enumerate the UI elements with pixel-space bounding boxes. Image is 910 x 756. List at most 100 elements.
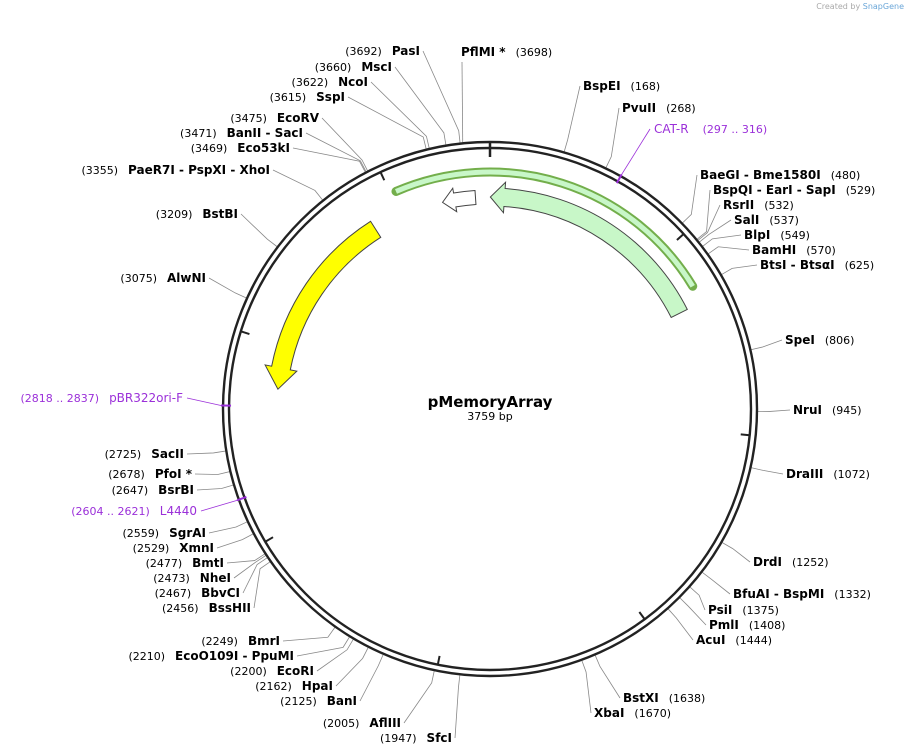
enzyme-name: PvuII xyxy=(622,101,656,115)
primer-mark-cat-r xyxy=(615,173,623,184)
leader-bmti xyxy=(226,553,265,564)
enzyme-label-ecori: (2200)EcoRI xyxy=(230,664,314,678)
leader-bstbi xyxy=(240,213,278,247)
primer-name: CAT-R xyxy=(654,122,689,136)
enzyme-name: AflIII xyxy=(369,716,401,730)
enzyme-name: PflMI * xyxy=(461,45,506,59)
enzyme-name: XmnI xyxy=(179,541,214,555)
leader-pasi xyxy=(422,50,461,143)
enzyme-position: (3355) xyxy=(81,164,118,177)
leader-msci xyxy=(394,66,447,145)
leader-rsrii xyxy=(697,204,721,241)
enzyme-label-psii: PsiI(1375) xyxy=(708,603,779,617)
leader-bsshii xyxy=(253,561,271,609)
enzyme-name: SacII xyxy=(151,447,184,461)
enzyme-label-baegi-bme1580i: BaeGI - Bme1580I(480) xyxy=(700,168,860,182)
enzyme-label-eco53ki: (3469)Eco53kI xyxy=(191,141,290,155)
primer-leader-cat-r xyxy=(621,128,651,175)
enzyme-position: (529) xyxy=(846,184,876,197)
enzyme-position: (3615) xyxy=(270,91,307,104)
enzyme-position: (2529) xyxy=(133,542,170,555)
enzyme-name: BanII - SacI xyxy=(227,126,303,140)
leader-blpi xyxy=(702,234,742,247)
leader-spei xyxy=(751,339,783,350)
enzyme-position: (3660) xyxy=(315,61,352,74)
credit-watermark: Created by SnapGene xyxy=(816,2,904,11)
enzyme-name: DrdI xyxy=(753,555,782,569)
leader-banii-saci xyxy=(305,132,367,172)
enzyme-name: BfuAI - BspMI xyxy=(733,587,824,601)
leader-bmri xyxy=(282,627,336,642)
enzyme-label-bspqi-eari-sapi: BspQI - EarI - SapI(529) xyxy=(713,183,875,197)
enzyme-label-ecorv: (3475)EcoRV xyxy=(230,111,319,125)
primer-label-l4440: (2604 .. 2621)L4440 xyxy=(71,504,197,518)
leader-nhei xyxy=(233,555,266,579)
enzyme-position: (3692) xyxy=(345,45,382,58)
leader-pvuii xyxy=(605,107,620,168)
leader-ecorv xyxy=(321,117,368,171)
enzyme-position: (2647) xyxy=(112,484,149,497)
enzyme-label-ncoi: (3622)NcoI xyxy=(292,75,368,89)
enzyme-name: SalI xyxy=(734,213,759,227)
leader-eco53ki xyxy=(292,147,366,173)
feature-arrow-lambda-t0-terminator xyxy=(441,186,477,213)
leader-ncoi xyxy=(370,81,430,149)
enzyme-label-banii-saci: (3471)BanII - SacI xyxy=(180,126,303,140)
leader-bbvci xyxy=(242,557,268,594)
enzyme-name: Eco53kI xyxy=(237,141,290,155)
tick-mark xyxy=(676,233,685,241)
primer-name: L4440 xyxy=(160,504,197,518)
enzyme-position: (532) xyxy=(764,199,794,212)
enzyme-label-pmli: PmlI (1408) xyxy=(709,618,785,632)
plasmid-backbone xyxy=(221,140,759,678)
enzyme-position: (1072) xyxy=(833,468,870,481)
tick-mark xyxy=(264,536,274,543)
feature-arrow-cmr xyxy=(489,180,688,319)
enzyme-label-acui: AcuI(1444) xyxy=(696,633,772,647)
enzyme-position: (2456) xyxy=(162,602,199,615)
enzyme-position: (2162) xyxy=(255,680,292,693)
leader-bspqi-eari-sapi xyxy=(697,189,711,240)
enzyme-position: (2473) xyxy=(153,572,190,585)
primer-mark-l4440 xyxy=(236,495,247,502)
enzyme-label-alwni: (3075)AlwNI xyxy=(120,271,206,285)
enzyme-name: SpeI xyxy=(785,333,815,347)
leader-baegi-bme1580i xyxy=(682,174,698,224)
enzyme-position: (1408) xyxy=(749,619,786,632)
enzyme-position: (2249) xyxy=(201,635,238,648)
enzyme-name: BstBI xyxy=(202,207,238,221)
leader-drdi xyxy=(722,542,751,563)
leader-ecori xyxy=(316,639,354,672)
enzyme-label-pflmi: PflMI *(3698) xyxy=(461,45,552,59)
enzyme-label-afliii: (2005) AflIII xyxy=(323,716,401,730)
leader-btsi-bts-i xyxy=(721,264,758,275)
primer-name: pBR322ori-F xyxy=(109,391,183,405)
enzyme-name: PmlI xyxy=(709,618,739,632)
leader-sacii xyxy=(186,450,226,455)
leader-sgrai xyxy=(208,521,248,534)
enzyme-label-sgrai: (2559)SgrAI xyxy=(123,526,206,540)
enzyme-name: DraIII xyxy=(786,467,823,481)
leader-xbai xyxy=(581,660,592,714)
leader-pmli xyxy=(679,597,707,626)
enzyme-name: BlpI xyxy=(744,228,770,242)
enzyme-label-bstxi: BstXI(1638) xyxy=(623,691,705,705)
enzyme-position: (1375) xyxy=(742,604,779,617)
enzyme-position: (2725) xyxy=(105,448,142,461)
leader-nrui xyxy=(757,409,791,412)
enzyme-label-bspei: BspEI(168) xyxy=(583,79,660,93)
enzyme-position: (2477) xyxy=(146,557,183,570)
enzyme-name: EcoO109I - PpuMI xyxy=(175,649,294,663)
tick-mark xyxy=(436,655,441,665)
enzyme-position: (1638) xyxy=(669,692,706,705)
enzyme-name: BaeGI - Bme1580I xyxy=(700,168,821,182)
enzyme-label-btsi-bts-i: BtsI - BtsαI(625) xyxy=(760,258,874,272)
enzyme-position: (2005) xyxy=(323,717,360,730)
enzyme-position: (2467) xyxy=(155,587,192,600)
leader-paer7i-pspxi-xhoi xyxy=(272,169,323,201)
enzyme-name: HpaI xyxy=(302,679,333,693)
enzyme-label-bsrbi: (2647)BsrBI xyxy=(112,483,194,497)
enzyme-position: (806) xyxy=(825,334,855,347)
enzyme-position: (2125) xyxy=(280,695,317,708)
